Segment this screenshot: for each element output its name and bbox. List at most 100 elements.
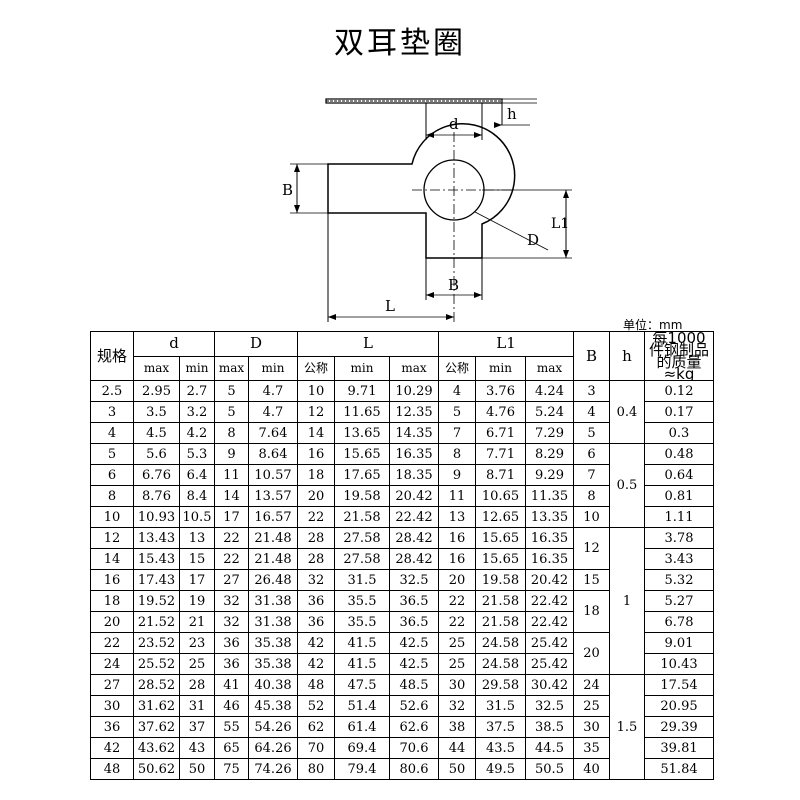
table-cell: 10 (297, 380, 335, 402)
cell-B: 5 (573, 422, 610, 444)
cell-mass: 20.95 (644, 695, 714, 717)
cell-B: 4 (573, 401, 610, 423)
table-cell: 22.42 (389, 506, 439, 528)
table-cell: 30 (90, 695, 134, 717)
table-cell: 4.7 (248, 380, 298, 402)
table-cell: 52 (297, 695, 335, 717)
table-cell: 10.65 (475, 485, 526, 507)
table-cell: 4.76 (475, 401, 526, 423)
table-cell: 31 (179, 695, 215, 717)
cell-B: 20 (573, 632, 610, 675)
table-cell: 18.35 (389, 464, 439, 486)
header-mass: 每1000件钢制品的质量≈kg (644, 331, 714, 381)
table-cell: 20 (438, 569, 476, 591)
table-cell: 62 (297, 716, 335, 738)
table-cell: 44 (438, 737, 476, 759)
table-cell: 13.35 (525, 506, 574, 528)
table-cell: 32.5 (525, 695, 574, 717)
table-cell: 22 (214, 527, 249, 549)
table-cell: 36 (297, 590, 335, 612)
table-cell: 11 (438, 485, 476, 507)
table-cell: 80 (297, 758, 335, 780)
cell-h: 0.5 (609, 443, 645, 528)
table-cell: 8 (90, 485, 134, 507)
table-cell: 12 (90, 527, 134, 549)
table-cell: 27.58 (334, 527, 390, 549)
table-cell: 13.43 (133, 527, 180, 549)
cell-mass: 0.64 (644, 464, 714, 486)
table-cell: 42.5 (389, 632, 439, 654)
table-cell: 22.42 (525, 611, 574, 633)
header-d: d (133, 331, 215, 357)
table-cell: 15 (179, 548, 215, 570)
cell-B: 15 (573, 569, 610, 591)
table-cell: 22 (90, 632, 134, 654)
cell-B: 24 (573, 674, 610, 696)
table-cell: 21.52 (133, 611, 180, 633)
table-cell: 42 (297, 632, 335, 654)
cell-mass: 0.48 (644, 443, 714, 465)
table-cell: 35.38 (248, 632, 298, 654)
table-cell: 3.76 (475, 380, 526, 402)
table-cell: 21 (179, 611, 215, 633)
table-cell: 20 (297, 485, 335, 507)
table-cell: 32 (214, 611, 249, 633)
cell-B: 30 (573, 716, 610, 738)
table-cell: 11.35 (525, 485, 574, 507)
cell-B: 25 (573, 695, 610, 717)
table-cell: 21.58 (475, 611, 526, 633)
header-L1: L1 (438, 331, 574, 357)
cell-B: 10 (573, 506, 610, 528)
table-cell: 19 (179, 590, 215, 612)
table-cell: 3.5 (133, 401, 180, 423)
table-cell: 18 (90, 590, 134, 612)
table-cell: 5 (214, 380, 249, 402)
table-cell: 16.35 (389, 443, 439, 465)
table-cell: 16.35 (525, 548, 574, 570)
table-cell: 13.57 (248, 485, 298, 507)
table-cell: 9.29 (525, 464, 574, 486)
cell-mass: 9.01 (644, 632, 714, 654)
table-cell: 25 (179, 653, 215, 675)
table-cell: 24.58 (475, 653, 526, 675)
table-cell: 21.48 (248, 548, 298, 570)
table-cell: 5.24 (525, 401, 574, 423)
table-cell: 4.7 (248, 401, 298, 423)
table-cell: 21.58 (475, 590, 526, 612)
header-L-max: max (389, 355, 439, 381)
table-cell: 28 (297, 527, 335, 549)
table-cell: 74.26 (248, 758, 298, 780)
cell-mass: 29.39 (644, 716, 714, 738)
table-cell: 35.5 (334, 611, 390, 633)
table-cell: 51.4 (334, 695, 390, 717)
table-cell: 31.38 (248, 611, 298, 633)
header-B: B (573, 331, 610, 381)
table-cell: 6 (90, 464, 134, 486)
table-cell: 42.5 (389, 653, 439, 675)
table-cell: 30.42 (525, 674, 574, 696)
table-cell: 2.5 (90, 380, 134, 402)
table-cell: 7.64 (248, 422, 298, 444)
table-cell: 15.65 (475, 548, 526, 570)
table-cell: 41.5 (334, 653, 390, 675)
table-cell: 13.65 (334, 422, 390, 444)
header-L: L (297, 331, 439, 357)
table-cell: 42 (90, 737, 134, 759)
table-cell: 3 (90, 401, 134, 423)
label-D: D (527, 231, 539, 249)
header-L1-max: max (525, 355, 574, 381)
table-cell: 7.29 (525, 422, 574, 444)
table-cell: 35.38 (248, 653, 298, 675)
table-cell: 41 (214, 674, 249, 696)
table-cell: 14 (297, 422, 335, 444)
cell-mass: 5.27 (644, 590, 714, 612)
table-cell: 22 (297, 506, 335, 528)
label-B-left: B (282, 181, 293, 199)
table-cell: 6.71 (475, 422, 526, 444)
table-cell: 36 (90, 716, 134, 738)
table-cell: 16 (438, 548, 476, 570)
